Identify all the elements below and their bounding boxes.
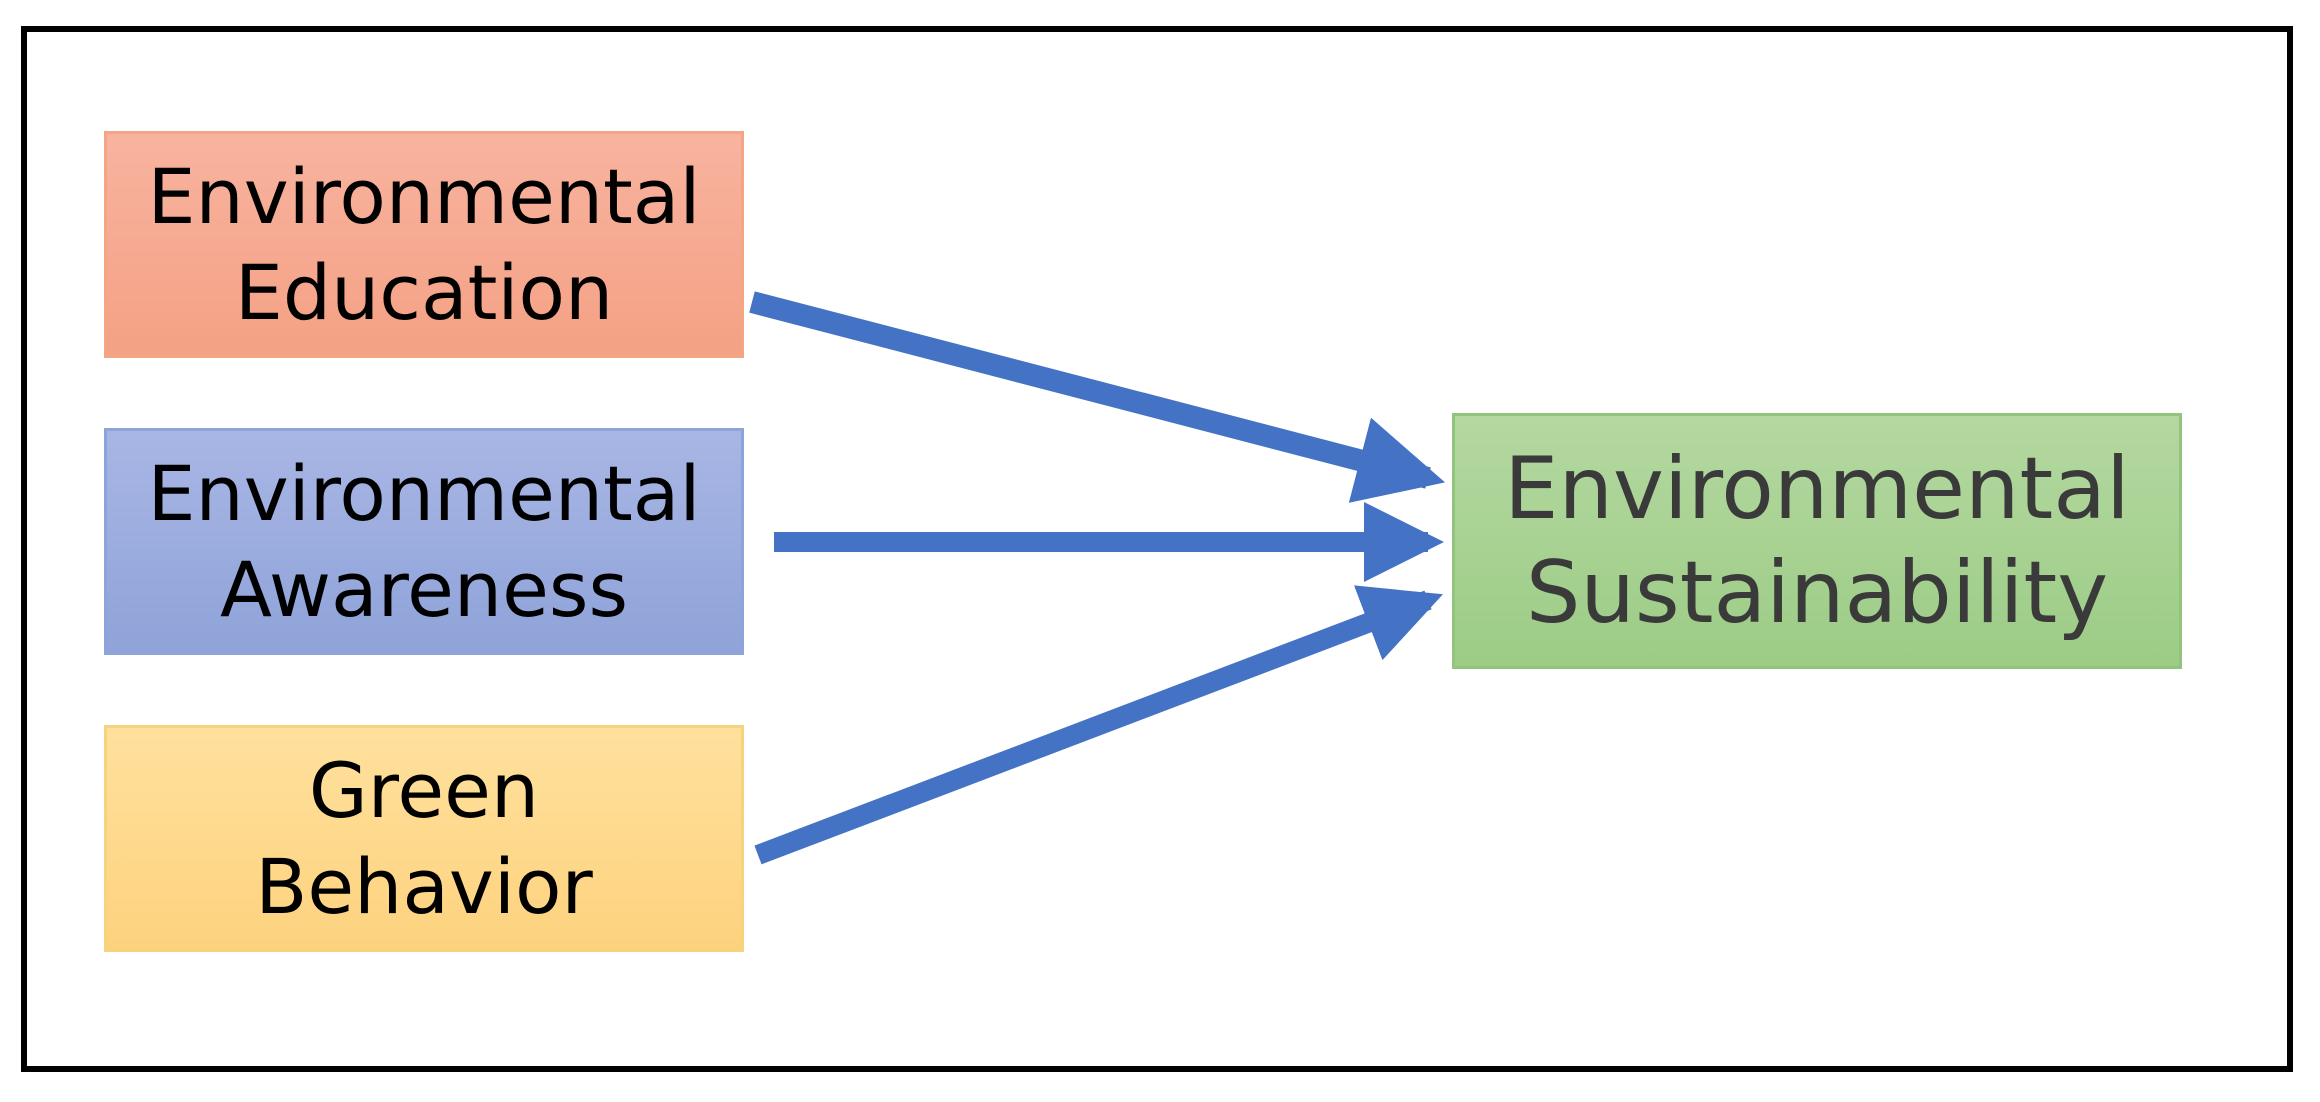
node-label-line: Sustainability [1525,543,2109,643]
node-label-line: Environmental [1504,439,2130,539]
node-label-line: Behavior [255,841,593,931]
node-label-line: Awareness [219,544,629,634]
node-label-line: Green [308,745,540,835]
node-environmental-education: Environmental Education [104,131,744,358]
node-environmental-awareness: Environmental Awareness [104,428,744,655]
node-label-line: Education [234,247,614,337]
node-label-line: Environmental [147,448,701,538]
node-label-line: Environmental [147,151,701,241]
node-environmental-sustainability: Environmental Sustainability [1452,413,2182,669]
node-green-behavior: Green Behavior [104,725,744,952]
